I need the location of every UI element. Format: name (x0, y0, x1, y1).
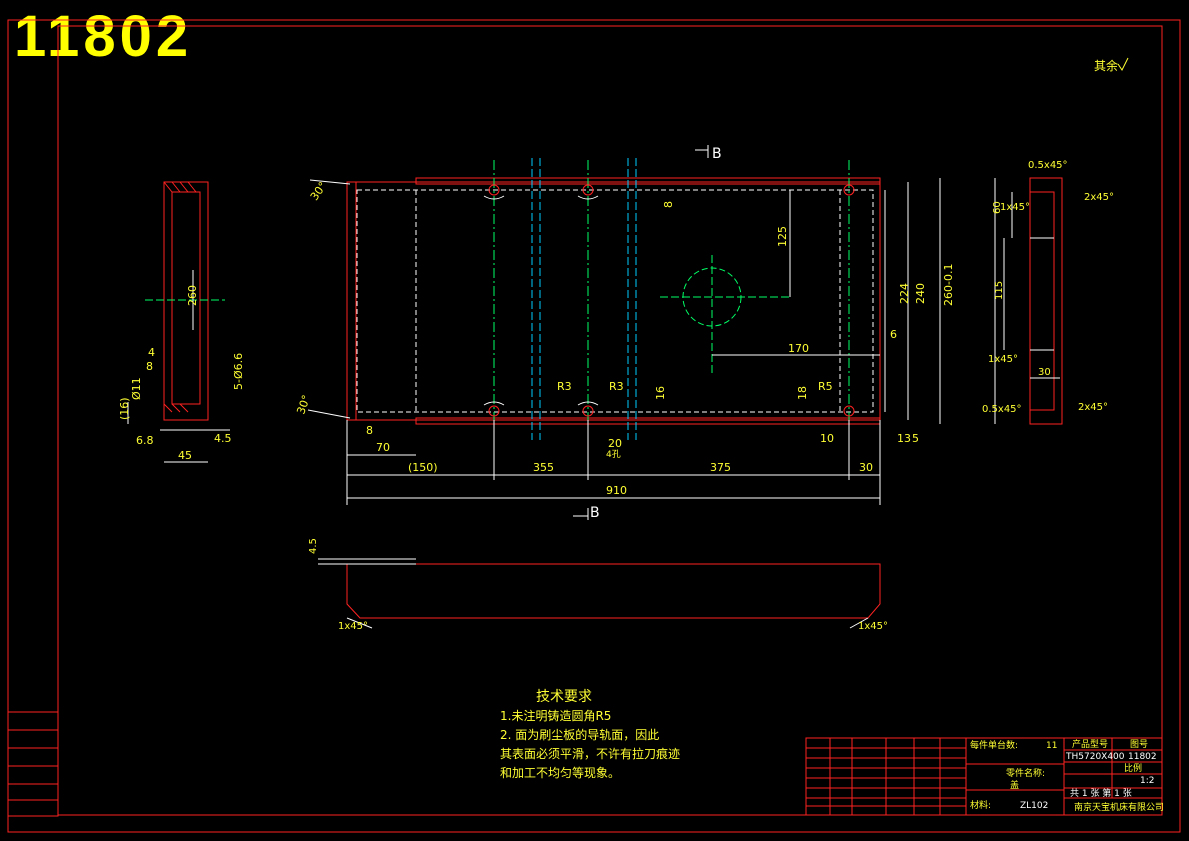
dim-16: 16 (654, 386, 667, 400)
tb-product-model: TH5720X400 (1065, 752, 1125, 762)
tb-drawing-no-label: 图号 (1130, 739, 1148, 750)
tb-sheets: 共 1 张 第 1 张 (1070, 787, 1132, 799)
bottom-chamfer-left: 1x45° (338, 621, 368, 632)
right-section-view (994, 177, 1063, 425)
right-dim-60: 60 (992, 201, 1003, 214)
radius-r3-a: R3 (557, 380, 572, 393)
dim-6: 6 (890, 328, 897, 341)
left-dim-6-6: 5-Ø6.6 (232, 353, 245, 390)
dim-8-top: 8 (662, 201, 675, 208)
dim-10: 10 (820, 432, 834, 445)
left-dim-8: 8 (146, 360, 153, 373)
dim-375: 375 (710, 461, 731, 474)
radius-r5: R5 (818, 380, 833, 393)
dim-240: 240 (914, 283, 927, 304)
bottom-dim-4-5: 4.5 (308, 538, 319, 554)
right-dim-115: 115 (994, 281, 1005, 300)
tb-part-name-label: 零件名称: (1006, 767, 1045, 779)
right-chamfer-05-top: 0.5x45° (1028, 160, 1068, 171)
section-label-b-top: B (712, 146, 722, 162)
right-chamfer-2-top: 2x45° (1084, 192, 1114, 203)
inner-border (57, 25, 1163, 816)
tb-material: ZL102 (1020, 801, 1048, 811)
dim-355: 355 (533, 461, 554, 474)
bottom-section-view (318, 558, 881, 629)
right-chamfer-2-bottom: 2x45° (1078, 402, 1108, 413)
surface-note: 其余 (1094, 58, 1118, 73)
angle-30-top: 30° (308, 180, 330, 203)
left-dim-4: 4 (148, 346, 155, 359)
main-view-labels: B B (150) 355 375 910 30 70 8 125 170 22… (294, 146, 955, 521)
left-dim-6-8: 6.8 (136, 434, 154, 447)
left-dim-260: 260 (186, 285, 199, 306)
dim-70: 70 (376, 441, 390, 454)
dim-910: 910 (606, 484, 627, 497)
bottom-chamfer-right: 1x45° (858, 621, 888, 632)
notes-line-4: 和加工不均匀等现象。 (500, 766, 621, 780)
left-section-view (127, 181, 230, 463)
notes-line-2: 2. 面为刷尘板的导轨面，因此 (500, 728, 660, 742)
left-strip (7, 711, 59, 817)
tb-part-name: 盖 (1010, 779, 1019, 791)
dim-150: (150) (408, 461, 438, 474)
dim-8: 8 (366, 424, 373, 437)
dim-18: 18 (796, 386, 809, 400)
dim-4-holes: 4孔 (606, 449, 621, 460)
angle-30-bottom: 30° (294, 393, 313, 416)
notes-line-1: 1.未注明铸造圆角R5 (500, 709, 612, 723)
dim-260: 260-0.1 (942, 264, 955, 306)
outer-border (7, 19, 1181, 833)
tb-qty-label: 每件单台数: (970, 739, 1018, 751)
dim-5: 5 (912, 432, 919, 445)
section-label-b-bottom: B (590, 505, 600, 521)
right-chamfer-1-top: 1x45° (1000, 202, 1030, 213)
bottom-section-labels: 4.5 1x45° 1x45° (308, 538, 888, 632)
left-dim-16: (16) (118, 397, 131, 420)
left-dim-4-5: 4.5 (214, 432, 232, 445)
radius-r3-b: R3 (609, 380, 624, 393)
notes-line-3: 其表面必须平滑，不许有拉刀痕迹 (500, 747, 681, 761)
right-chamfer-1-bottom: 1x45° (988, 354, 1018, 365)
drawing-number-large: 11802 (14, 4, 193, 69)
dim-125: 125 (776, 226, 789, 247)
left-dim-45: 45 (178, 449, 192, 462)
dim-170: 170 (788, 342, 809, 355)
dim-13: 13 (897, 432, 911, 445)
tb-qty: 11 (1046, 741, 1057, 751)
main-view (307, 145, 941, 520)
notes-title: 技术要求 (536, 689, 592, 705)
title-block (805, 737, 1163, 816)
dim-20: 20 (608, 437, 622, 450)
tb-drawing-no: 11802 (1128, 752, 1157, 762)
left-section-labels: 260 4 8 Ø11 (16) 6.8 45 4.5 5-Ø6.6 (118, 285, 245, 462)
tb-scale-label: 比例 (1124, 762, 1142, 774)
tb-product-model-label: 产品型号 (1072, 738, 1108, 750)
tb-material-label: 材料: (970, 799, 991, 811)
tb-scale: 1:2 (1140, 776, 1154, 786)
dim-30: 30 (859, 461, 873, 474)
dim-224: 224 (898, 283, 911, 304)
tb-company: 南京天宝机床有限公司 (1074, 801, 1164, 813)
right-chamfer-05-bottom: 0.5x45° (982, 404, 1022, 415)
left-dim-11: Ø11 (130, 377, 143, 400)
title-block-text: 每件单台数: 11 零件名称: 盖 材料: ZL102 产品型号 TH5720X… (970, 738, 1164, 813)
technical-notes: 技术要求 1.未注明铸造圆角R5 2. 面为刷尘板的导轨面，因此 其表面必须平滑… (500, 688, 680, 783)
right-dim-30: 30 (1038, 367, 1051, 378)
right-section-labels: 0.5x45° 2x45° 1x45° 60 115 1x45° 30 0.5x… (982, 160, 1114, 415)
